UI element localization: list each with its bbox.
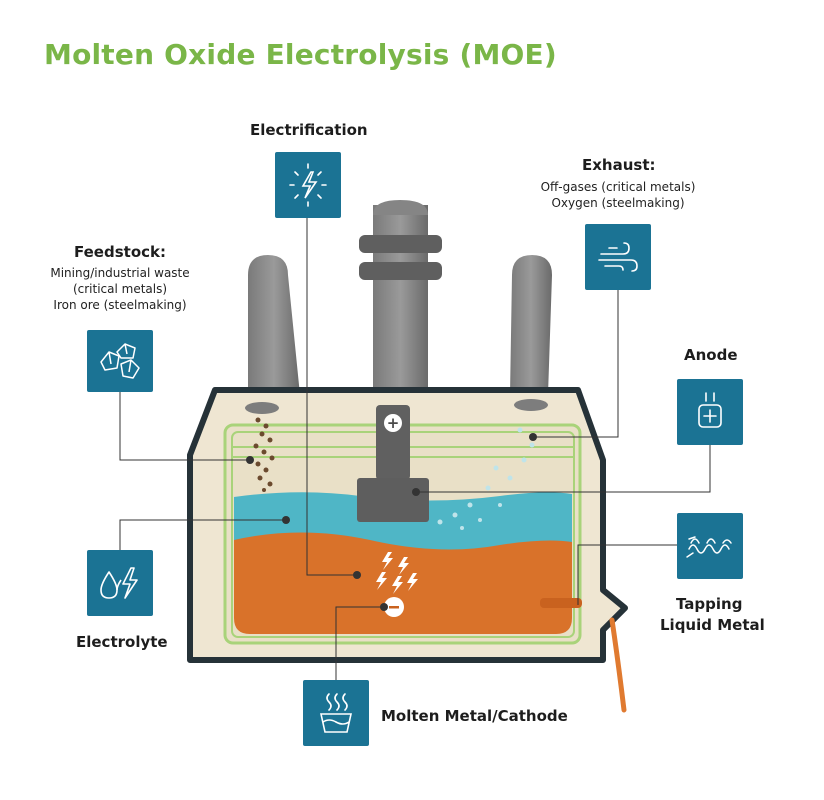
electrode-rods <box>248 200 552 395</box>
label-electrolyte: Electrolyte <box>76 633 168 651</box>
svg-text:+: + <box>387 414 400 432</box>
page-title: Molten Oxide Electrolysis (MOE) <box>44 38 557 71</box>
feedstock-description: Mining/industrial waste (critical metals… <box>50 266 190 312</box>
lightning-icon <box>275 152 341 218</box>
label-electrification: Electrification <box>250 121 368 139</box>
anode-plus-icon <box>677 379 743 445</box>
exhaust-description: Off-gases (critical metals) Oxygen (stee… <box>540 180 696 210</box>
droplet-bolt-icon <box>87 550 153 616</box>
ore-rocks-icon <box>87 330 153 392</box>
label-anode: Anode <box>684 346 738 364</box>
wind-icon <box>585 224 651 290</box>
label-cathode: Molten Metal/Cathode <box>381 707 568 725</box>
label-exhaust: Exhaust: <box>582 156 656 174</box>
molten-metal-layer <box>234 532 572 634</box>
leader-lines <box>119 218 711 680</box>
label-liquid-metal: Liquid Metal <box>660 616 765 634</box>
molten-cup-icon <box>303 680 369 746</box>
label-feedstock: Feedstock: <box>74 243 166 261</box>
label-tapping: Tapping <box>676 595 743 613</box>
spring-coil-icon <box>677 513 743 579</box>
electrolysis-cell: + <box>187 387 628 713</box>
